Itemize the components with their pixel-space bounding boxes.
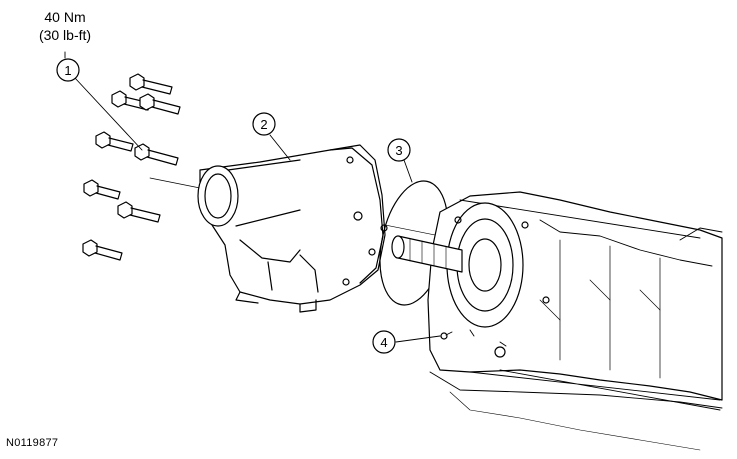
bolt <box>139 93 181 115</box>
callout-circle-3 <box>387 138 411 162</box>
callout-label-3: 3 <box>395 143 402 158</box>
callout-circle-2 <box>252 112 276 136</box>
leader-line-2 <box>269 134 291 161</box>
leader-line-3 <box>403 159 413 183</box>
leader-line-4 <box>395 335 441 343</box>
leader-line-1 <box>74 77 143 151</box>
bolts-group <box>82 73 181 261</box>
torque-imperial: (30 lb-ft) <box>38 27 92 43</box>
bolt <box>82 239 123 261</box>
extension-housing <box>197 144 386 313</box>
figure-code: N0119877 <box>6 437 59 449</box>
callout-label-2: 2 <box>260 117 267 132</box>
torque-metric: 40 Nm <box>44 9 86 25</box>
transmission <box>427 191 723 451</box>
output-shaft <box>391 235 463 273</box>
callout-label-1: 1 <box>64 63 71 78</box>
callout-circle-4 <box>372 330 396 354</box>
bolt <box>134 143 179 166</box>
callout-label-4: 4 <box>380 335 387 350</box>
bolt <box>83 179 121 200</box>
bolt <box>95 131 134 152</box>
bolt <box>117 201 161 223</box>
torque-spec: 40 Nm (30 lb-ft) <box>30 8 100 44</box>
callout-circle-1 <box>56 58 80 82</box>
bolt <box>129 73 173 95</box>
